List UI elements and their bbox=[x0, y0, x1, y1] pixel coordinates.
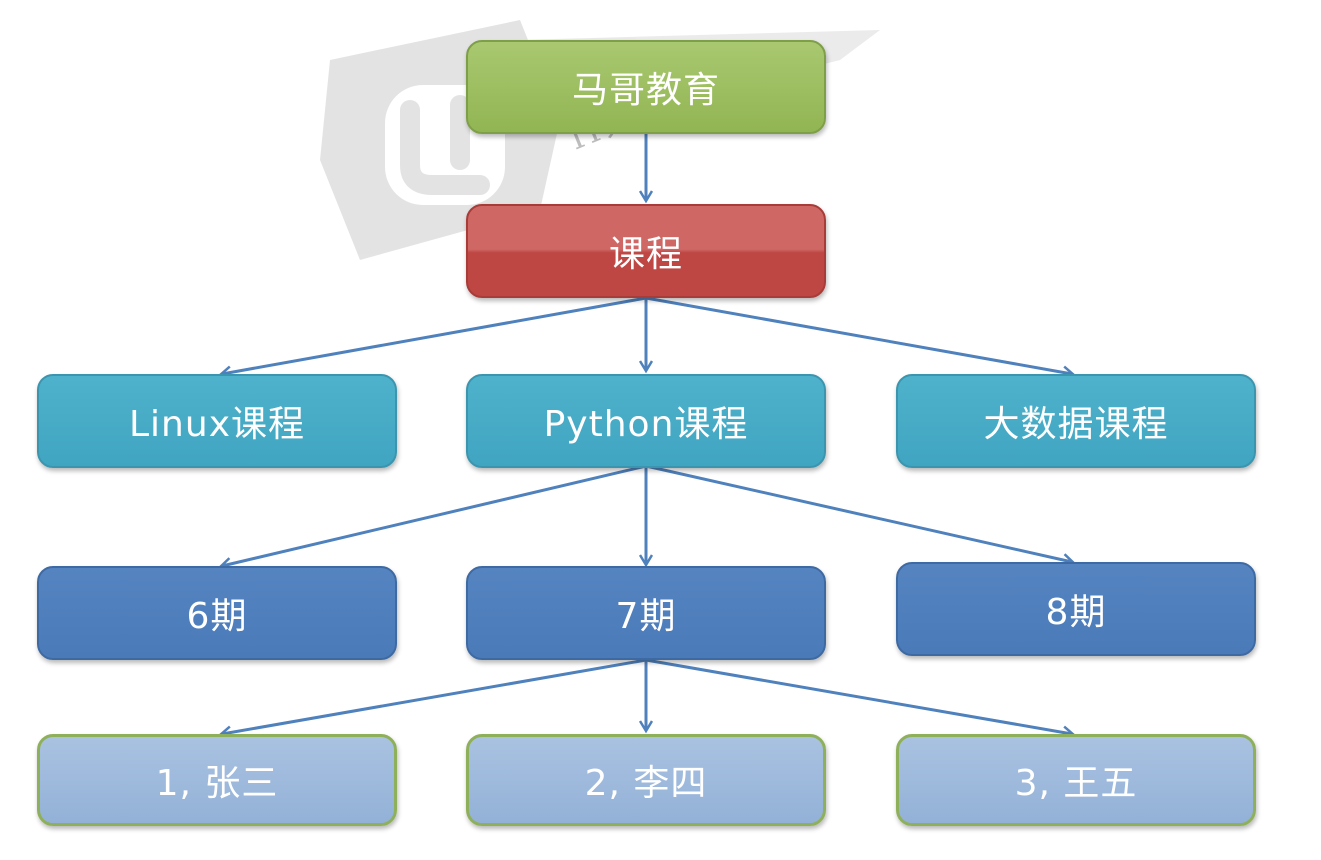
node-track-label: Linux课程 bbox=[129, 404, 305, 445]
node-track-python: Python课程 bbox=[466, 374, 826, 468]
watermark-shard bbox=[710, 740, 1000, 860]
node-student-1: 1, 张三 bbox=[37, 734, 397, 826]
node-term-label: 8期 bbox=[1045, 592, 1107, 633]
node-student-3: 3, 王五 bbox=[896, 734, 1256, 826]
node-term-label: 7期 bbox=[615, 596, 677, 637]
node-track-label: 大数据课程 bbox=[983, 404, 1169, 445]
node-track-linux: Linux课程 bbox=[37, 374, 397, 468]
node-root-label: 马哥教育 bbox=[571, 70, 720, 111]
edge-python-term8 bbox=[645, 464, 1072, 562]
node-term-6: 6期 bbox=[37, 566, 397, 660]
node-term-7: 7期 bbox=[466, 566, 826, 660]
node-track-label: Python课程 bbox=[543, 404, 749, 445]
node-student-label: 2, 李四 bbox=[584, 763, 708, 804]
node-root: 马哥教育 bbox=[466, 40, 826, 134]
edge-course-linux bbox=[222, 296, 647, 374]
edge-python-term6 bbox=[222, 464, 647, 566]
node-term-8: 8期 bbox=[896, 562, 1256, 656]
node-course: 课程 bbox=[466, 204, 826, 298]
node-course-label: 课程 bbox=[608, 234, 683, 275]
node-student-label: 3, 王五 bbox=[1014, 763, 1138, 804]
node-term-label: 6期 bbox=[186, 596, 248, 637]
node-track-bigdata: 大数据课程 bbox=[896, 374, 1256, 468]
edge-term7-student1 bbox=[222, 658, 647, 734]
edge-course-bigdata bbox=[645, 296, 1072, 374]
node-student-label: 1, 张三 bbox=[155, 763, 279, 804]
edge-term7-student3 bbox=[645, 658, 1072, 734]
node-student-2: 2, 李四 bbox=[466, 734, 826, 826]
